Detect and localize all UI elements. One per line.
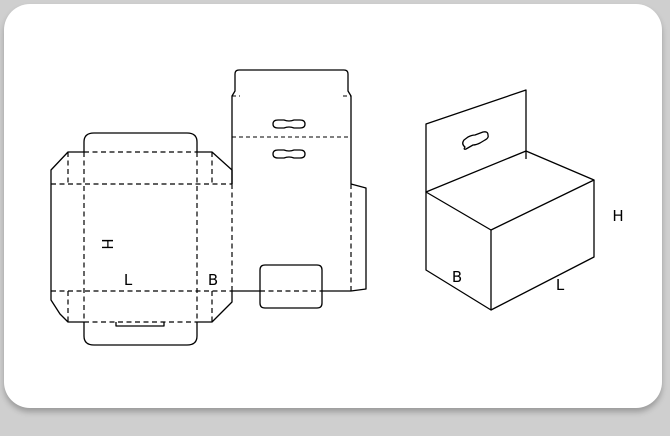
bottom-dust-flap — [83, 322, 198, 346]
box-height-label: H — [612, 207, 623, 225]
box-breadth-label: B — [452, 268, 462, 286]
glue-flap — [350, 183, 367, 292]
flat-height-label: H — [98, 238, 116, 249]
box-front-face — [425, 192, 492, 311]
hang-tab-hole-icon — [272, 119, 306, 129]
top-dust-flap — [83, 132, 198, 152]
right-corner-flap-lower — [197, 291, 233, 323]
box-dieline-diagram: H L B B L H — [50, 69, 624, 346]
diagram-card: H L B B L H — [4, 4, 662, 408]
tuck-notch — [115, 322, 165, 327]
bottom-tuck-flap — [259, 264, 323, 309]
box-side-face — [490, 180, 595, 311]
hang-tab-hole-icon — [462, 131, 489, 150]
box-length-label: L — [556, 276, 565, 294]
hang-tab-hole-icon — [272, 149, 306, 159]
box-hang-tab — [425, 89, 527, 192]
right-corner-flap — [197, 151, 233, 184]
flat-length-label: L — [124, 271, 133, 289]
assembled-box: B L H — [425, 89, 624, 311]
box-top-face — [425, 150, 595, 231]
flat-dieline: H L B — [50, 69, 367, 346]
hang-tab-panel — [231, 69, 352, 184]
flat-breadth-label: B — [208, 271, 218, 289]
